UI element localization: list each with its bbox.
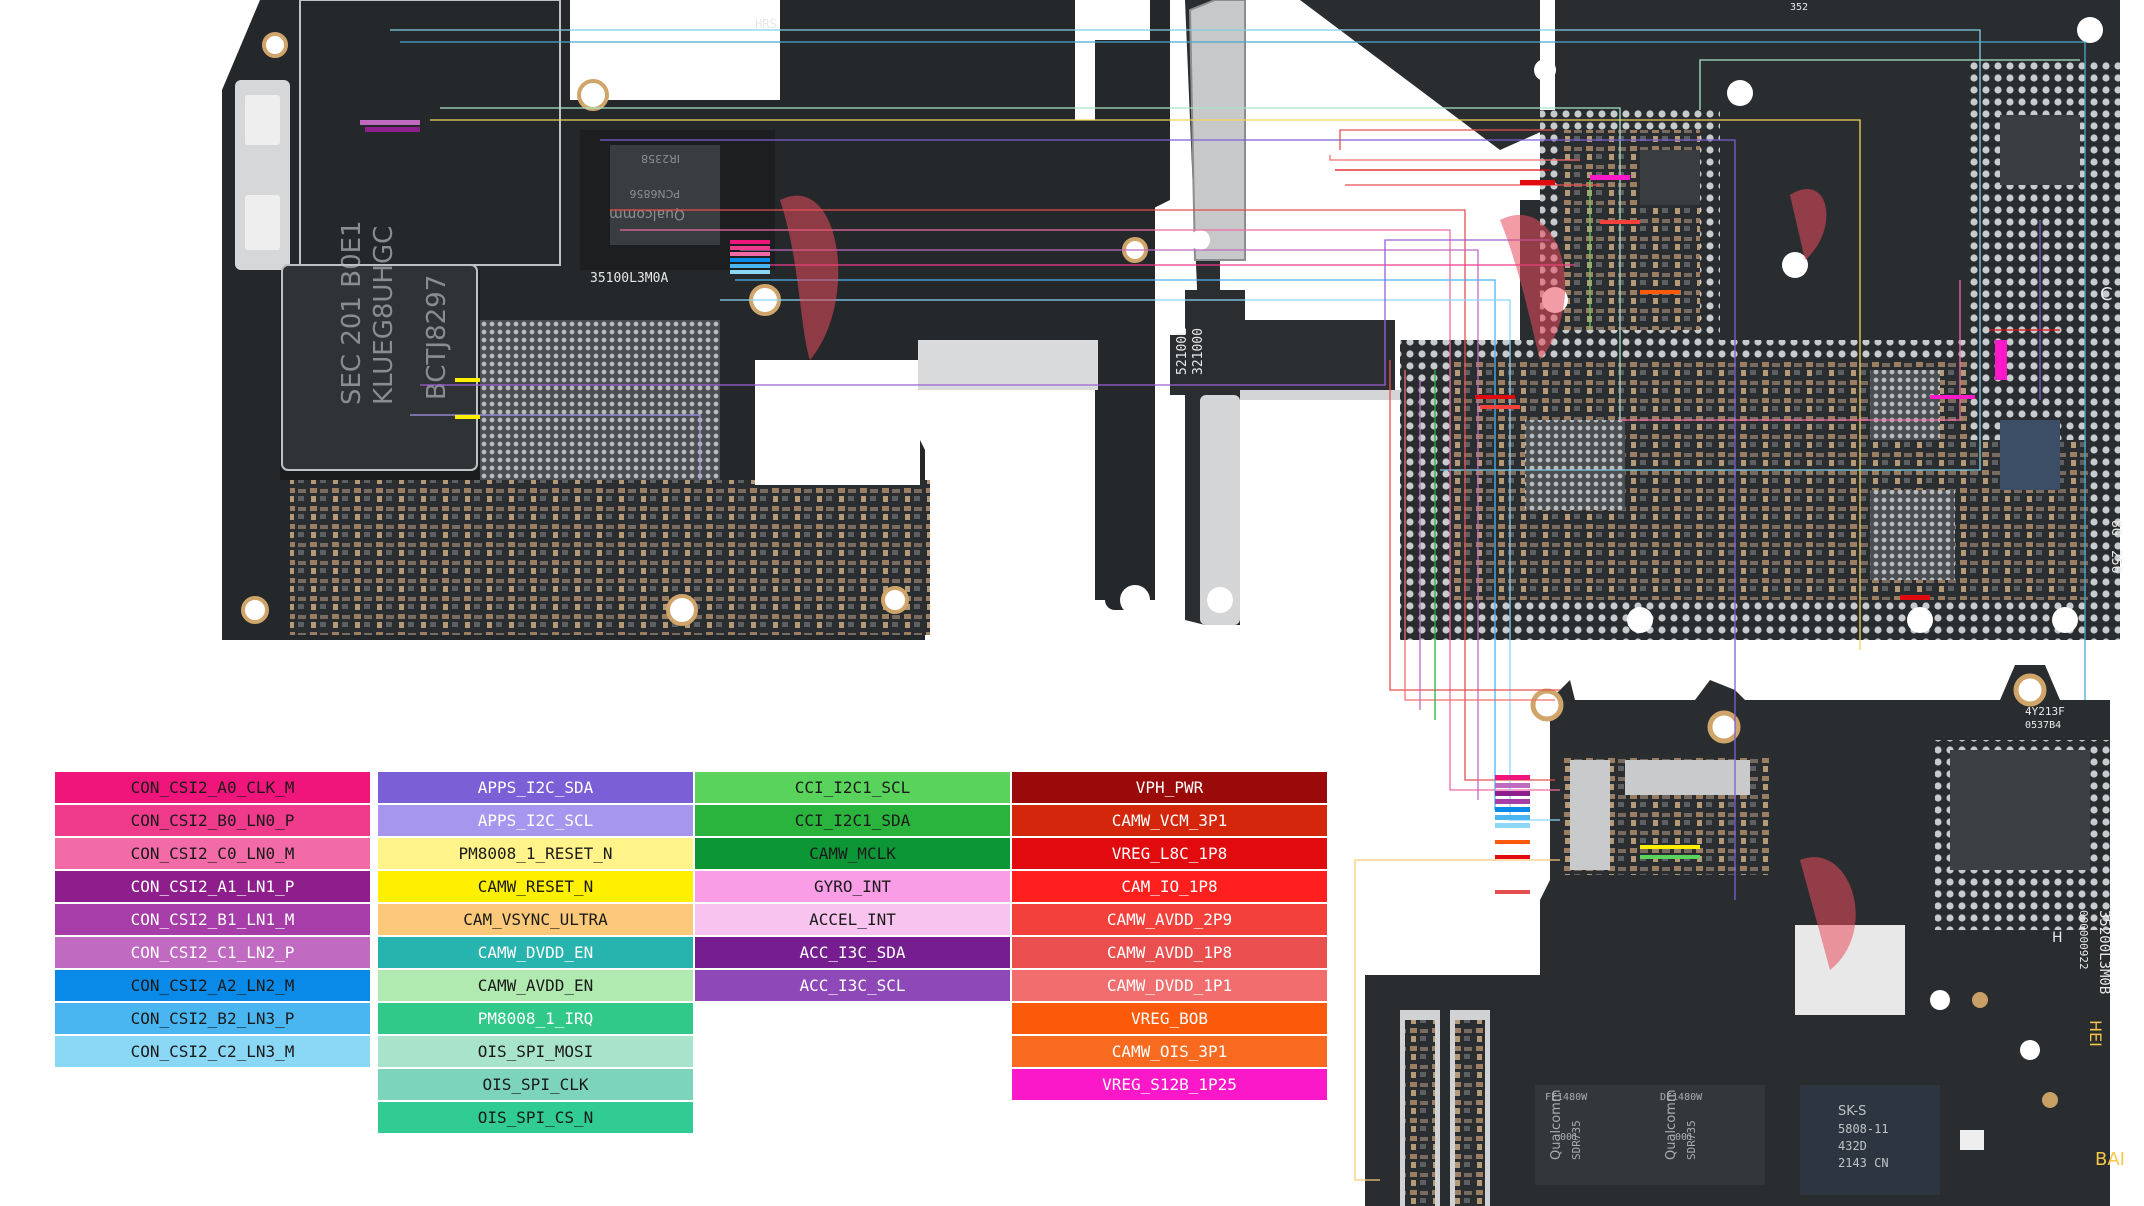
legend-item-camw-avdd-1p8: CAMW_AVDD_1P8 xyxy=(1012,937,1327,968)
board-label-c: C xyxy=(2100,284,2113,305)
legend-item-camw-dvdd-en: CAMW_DVDD_EN xyxy=(378,937,693,968)
signal-wires xyxy=(390,29,2086,1181)
legend-item-camw-mclk: CAMW_MCLK xyxy=(695,838,1010,869)
left-pcb-board: SEC 201 B0E1 KLUEG8UHGC BCTJ8297 Qualcom… xyxy=(222,0,1170,640)
legend-item-apps-i2c-scl: APPS_I2C_SCL xyxy=(378,805,693,836)
legend-item-con-csi2-a1-ln1-p: CON_CSI2_A1_LN1_P xyxy=(55,871,370,902)
chip-text-b: KLUEG8UHGC xyxy=(369,226,399,405)
legend-item-apps-i2c-sda: APPS_I2C_SDA xyxy=(378,772,693,803)
board-label-h: H xyxy=(2052,930,2063,946)
legend-item-camw-ois-3p1: CAMW_OIS_3P1 xyxy=(1012,1036,1327,1067)
legend-item-ois-spi-clk: OIS_SPI_CLK xyxy=(378,1069,693,1100)
legend-item-pm8008-1-reset-n: PM8008_1_RESET_N xyxy=(378,838,693,869)
legend-item-acc-i3c-scl: ACC_I3C_SCL xyxy=(695,970,1010,1001)
chip-qc-b: Qualcomm xyxy=(1549,1090,1564,1160)
legend-item-con-csi2-b1-ln1-m: CON_CSI2_B1_LN1_M xyxy=(55,904,370,935)
middle-flex-strip: 52100L 321000 xyxy=(1170,0,1400,625)
bottom-right-pcb-board: SK-S 5808-11 432D 2143 CN Qualcomm SDR73… xyxy=(1365,665,2125,1206)
legend-item-con-csi2-c0-ln0-m: CON_CSI2_C0_LN0_M xyxy=(55,838,370,869)
legend-item-con-csi2-b0-ln0-p: CON_CSI2_B0_LN0_P xyxy=(55,805,370,836)
legend-item-vph-pwr: VPH_PWR xyxy=(1012,772,1327,803)
legend-item-con-csi2-c1-ln2-p: CON_CSI2_C1_LN2_P xyxy=(55,937,370,968)
chip-text-c: BCTJ8297 xyxy=(422,275,452,400)
board-code-b: 352 xyxy=(1790,2,1808,13)
legend-item-acc-i3c-sda: ACC_I3C_SDA xyxy=(695,937,1010,968)
signal-stub-markers xyxy=(360,120,2007,894)
legend-item-gyro-int: GYRO_INT xyxy=(695,871,1010,902)
legend-item-pm8008-1-irq: PM8008_1_IRQ xyxy=(378,1003,693,1034)
board-code-i: HEI xyxy=(2086,1020,2105,1047)
right-pcb-board: 8G 256 C 352 xyxy=(1300,0,2123,640)
chip-skhynix4: 2143 CN xyxy=(1838,1156,1889,1170)
legend-item-camw-vcm-3p1: CAMW_VCM_3P1 xyxy=(1012,805,1327,836)
board-code-c: 52100L xyxy=(1175,328,1190,375)
label-001: 001 xyxy=(1560,1132,1578,1143)
board-label-bai: BAI xyxy=(2095,1149,2125,1170)
board-code-k: 256 xyxy=(2108,550,2123,573)
legend-item-cam-vsync-ultra: CAM_VSYNC_ULTRA xyxy=(378,904,693,935)
chip-qc-b3: FE1480W xyxy=(1545,1092,1588,1103)
legend-item-camw-avdd-2p9: CAMW_AVDD_2P9 xyxy=(1012,904,1327,935)
chip-skhynix: SK-S xyxy=(1838,1104,1866,1119)
label-001b: 001 xyxy=(1675,1132,1693,1143)
legend-item-ois-spi-cs-n: OIS_SPI_CS_N xyxy=(378,1102,693,1133)
legend-item-vreg-bob: VREG_BOB xyxy=(1012,1003,1327,1034)
legend-item-con-csi2-a2-ln2-m: CON_CSI2_A2_LN2_M xyxy=(55,970,370,1001)
legend-item-cci-i2c1-scl: CCI_I2C1_SCL xyxy=(695,772,1010,803)
legend-item-camw-reset-n: CAMW_RESET_N xyxy=(378,871,693,902)
chip-qc-c2: SDR735 xyxy=(1685,1120,1698,1160)
board-code-g: 35200L3M0B xyxy=(2096,910,2112,994)
legend-item-camw-dvdd-1p1: CAMW_DVDD_1P1 xyxy=(1012,970,1327,1001)
board-code-h: 000000922 xyxy=(2077,910,2090,970)
chip-skhynix3: 432D xyxy=(1838,1139,1867,1153)
chip-qc-c: Qualcomm xyxy=(1664,1090,1679,1160)
legend-item-vreg-s12b-1p25: VREG_S12B_1P25 xyxy=(1012,1069,1327,1100)
board-code-e: HRS xyxy=(755,17,777,31)
legend-item-accel-int: ACCEL_INT xyxy=(695,904,1010,935)
pmic-text-a2: PCN6856 xyxy=(629,187,680,200)
board-code-d: 321000 xyxy=(1191,328,1206,375)
chip-qc-c3: DE1480W xyxy=(1660,1092,1703,1103)
legend-item-cam-io-1p8: CAM_IO_1P8 xyxy=(1012,871,1327,902)
legend-item-con-csi2-b2-ln3-p: CON_CSI2_B2_LN3_P xyxy=(55,1003,370,1034)
legend-item-camw-avdd-en: CAMW_AVDD_EN xyxy=(378,970,693,1001)
legend-item-con-csi2-a0-clk-m: CON_CSI2_A0_CLK_M xyxy=(55,772,370,803)
legend-item-con-csi2-c2-ln3-m: CON_CSI2_C2_LN3_M xyxy=(55,1036,370,1067)
legend-item-vreg-l8c-1p8: VREG_L8C_1P8 xyxy=(1012,838,1327,869)
legend-item-cci-i2c1-sda: CCI_I2C1_SDA xyxy=(695,805,1010,836)
legend-item-ois-spi-mosi: OIS_SPI_MOSI xyxy=(378,1036,693,1067)
chip-text-a: SEC 201 B0E1 xyxy=(337,220,367,405)
board-code-a: 35100L3M0A xyxy=(590,271,668,286)
watermark-logo xyxy=(780,189,1856,970)
board-code-m: 0537B4 xyxy=(2025,720,2061,731)
pmic-text-a: Qualcomm xyxy=(609,206,685,222)
pmic-text-a3: IR2358 xyxy=(641,152,680,165)
board-code-l: 4Y213F xyxy=(2025,705,2065,718)
chip-qc-b2: SDR735 xyxy=(1570,1120,1583,1160)
board-code-j: 8G xyxy=(2108,520,2123,536)
chip-skhynix2: 5808-11 xyxy=(1838,1122,1889,1136)
